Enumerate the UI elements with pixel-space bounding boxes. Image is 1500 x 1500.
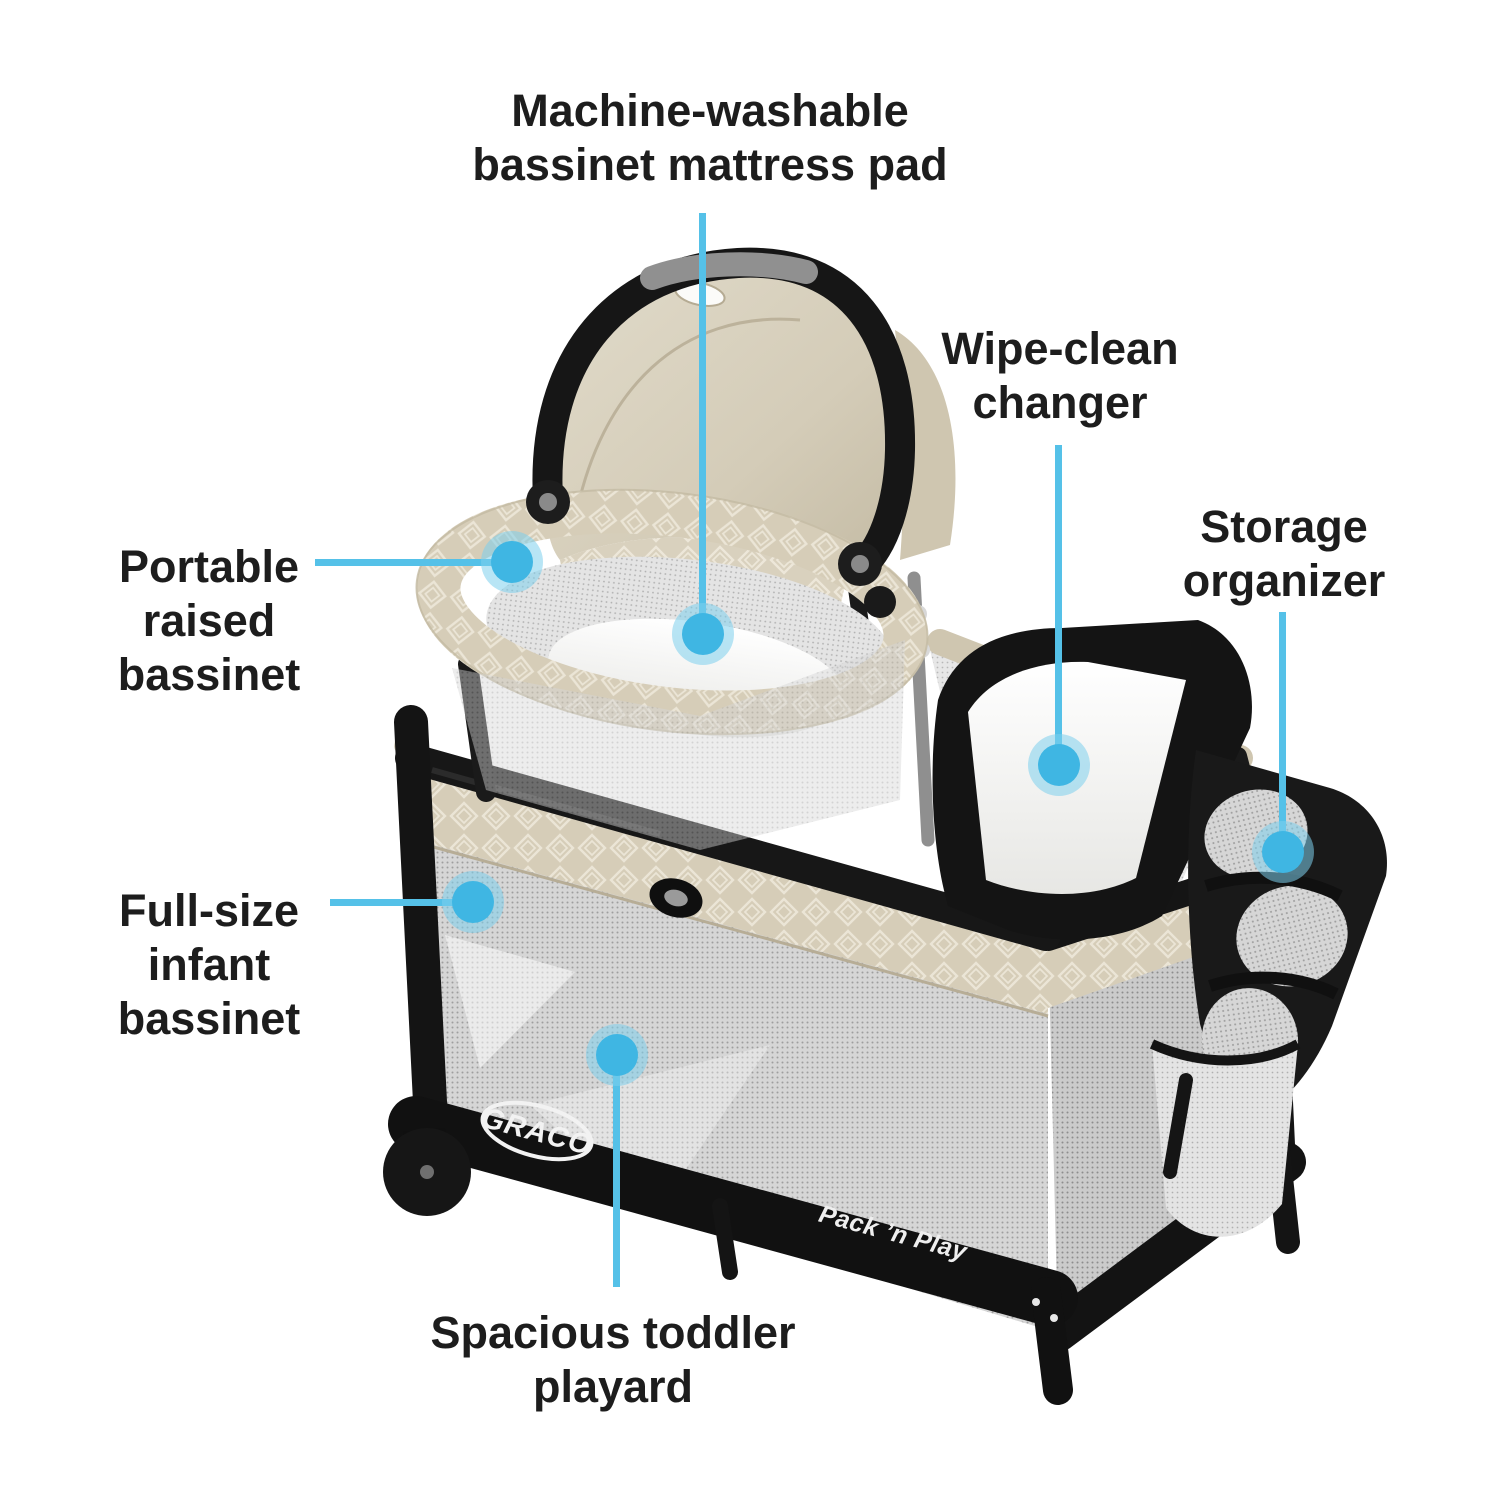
canopy-handle [526, 247, 916, 586]
feature-dot-changer [1028, 734, 1090, 796]
callout-label-playard: Spacious toddler playard [430, 1307, 796, 1412]
feature-dot-raised-bassinet [481, 531, 543, 593]
feature-dot-mattress-pad [672, 603, 734, 665]
feature-dot-storage [1252, 821, 1314, 883]
feature-dot-playard [586, 1024, 648, 1086]
front-right-foot [1031, 1277, 1073, 1405]
callout-label-infant-bassinet: Full-size infant bassinet [117, 885, 301, 1044]
leader-line-raised-bassinet [315, 559, 512, 566]
center-leg [712, 1198, 738, 1280]
callout-label-storage: Storage organizer [1182, 501, 1386, 606]
front-left-post [394, 705, 449, 1159]
mesh-highlight [445, 935, 575, 1068]
callout-label-mattress-pad: Machine-washable bassinet mattress pad [472, 85, 948, 190]
callout-label-raised-bassinet: Portable raised bassinet [117, 541, 301, 700]
leader-line-storage [1279, 612, 1286, 852]
feature-dot-infant-bassinet [442, 871, 504, 933]
vent-button [649, 878, 703, 918]
mesh-highlight [530, 1045, 770, 1215]
leader-line-playard [613, 1060, 620, 1287]
leader-line-mattress-pad [699, 213, 706, 634]
leader-line-infant-bassinet [330, 899, 473, 906]
callout-label-changer: Wipe-clean changer [941, 323, 1179, 428]
leader-line-changer [1055, 445, 1062, 765]
